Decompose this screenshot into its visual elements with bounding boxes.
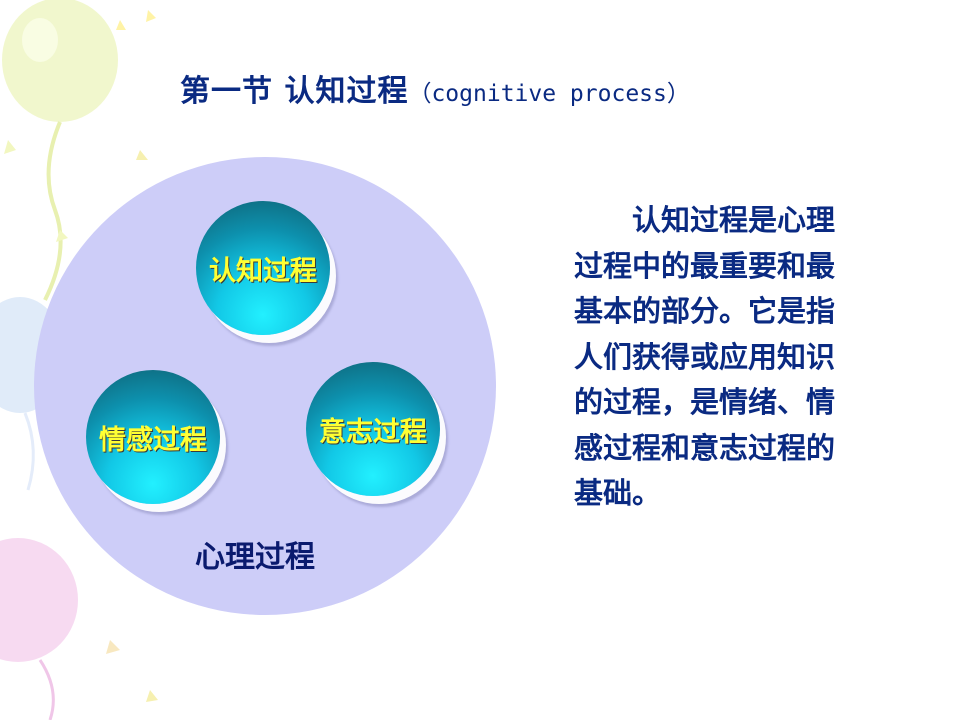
node-cognitive-process: 认知过程 xyxy=(196,201,330,335)
node-label: 情感过程 xyxy=(99,424,207,456)
node-volitional-process: 意志过程 xyxy=(306,362,440,496)
balloon-green-icon xyxy=(2,0,118,122)
balloon-pink-icon xyxy=(0,538,78,662)
node-label: 意志过程 xyxy=(319,416,427,448)
description-text: 认知过程是心理过程中的最重要和最基本的部分。它是指人们获得或应用知识的过程，是情… xyxy=(574,203,836,510)
title-english: （cognitive process） xyxy=(408,81,690,107)
title-chinese: 第一节 认知过程 xyxy=(180,74,409,109)
page-title: 第一节 认知过程（cognitive process） xyxy=(180,66,690,110)
node-emotional-process: 情感过程 xyxy=(86,370,220,504)
outer-circle-label: 心理过程 xyxy=(195,540,315,575)
node-label: 认知过程 xyxy=(209,255,317,287)
